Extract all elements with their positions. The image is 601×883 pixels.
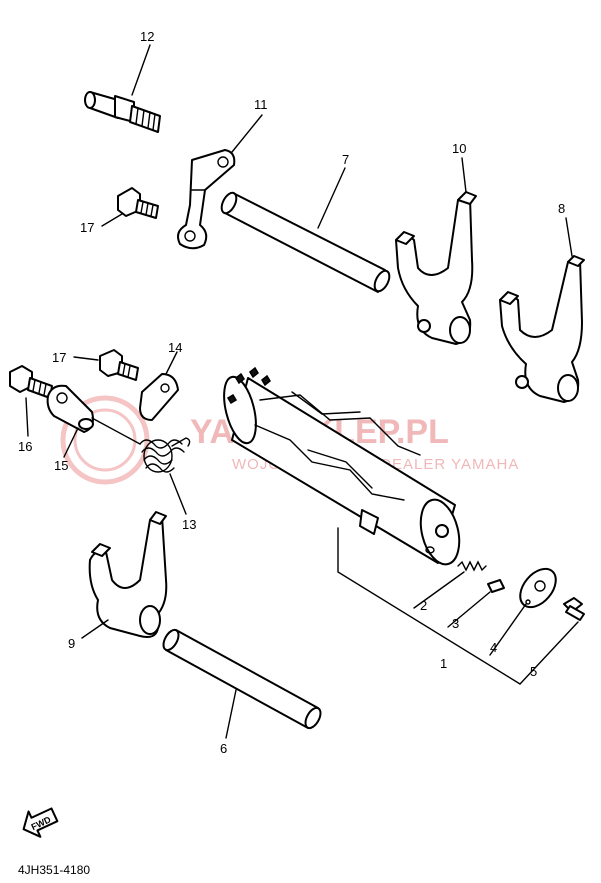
part-8-shift-fork [499,217,585,403]
callout-11: 11 [254,97,268,112]
callout-9: 9 [68,636,75,651]
callout-5: 5 [530,664,537,679]
part-10-shift-fork [395,157,477,345]
callout-10: 10 [452,141,466,156]
callout-16: 16 [18,439,32,454]
callout-1: 1 [440,656,447,671]
callout-2: 2 [420,598,427,613]
part-15-lever [46,384,94,458]
callout-12: 12 [140,29,154,44]
part-11-stopper-plate [177,114,263,250]
callout-4: 4 [490,640,497,655]
part-4-segment [519,567,557,609]
part-16-bolt [9,365,53,437]
callout-7: 7 [342,152,349,167]
part-12-stopper-bolt [84,44,161,133]
part-17-bolt-lower [73,349,139,381]
callout-6: 6 [220,741,227,756]
part-9-shift-fork [81,511,168,639]
callout-13: 13 [182,517,196,532]
part-1-shift-drum [223,366,461,566]
part-6-guide-bar [162,628,322,739]
callout-17-upper: 17 [80,220,94,235]
callout-8: 8 [558,201,565,216]
part-17-bolt-upper [101,187,159,227]
part-13-torsion-spring [91,417,191,515]
fwd-arrow-icon: FWD [22,807,59,838]
part-14-plate [139,351,179,421]
part-3-pin [487,579,505,593]
part-5-screw [563,597,585,621]
diagram-code: 4JH351-4180 [18,863,90,877]
callout-leaders-1-5 [337,527,579,685]
callout-17-lower: 17 [52,350,66,365]
callout-15: 15 [54,458,68,473]
callout-3: 3 [452,616,459,631]
part-7-guide-bar [220,167,391,293]
callout-labels: 1 2 3 4 5 6 7 8 9 10 11 12 13 14 15 16 1… [18,29,565,756]
part-2-spring [457,560,487,572]
callout-14: 14 [168,340,182,355]
